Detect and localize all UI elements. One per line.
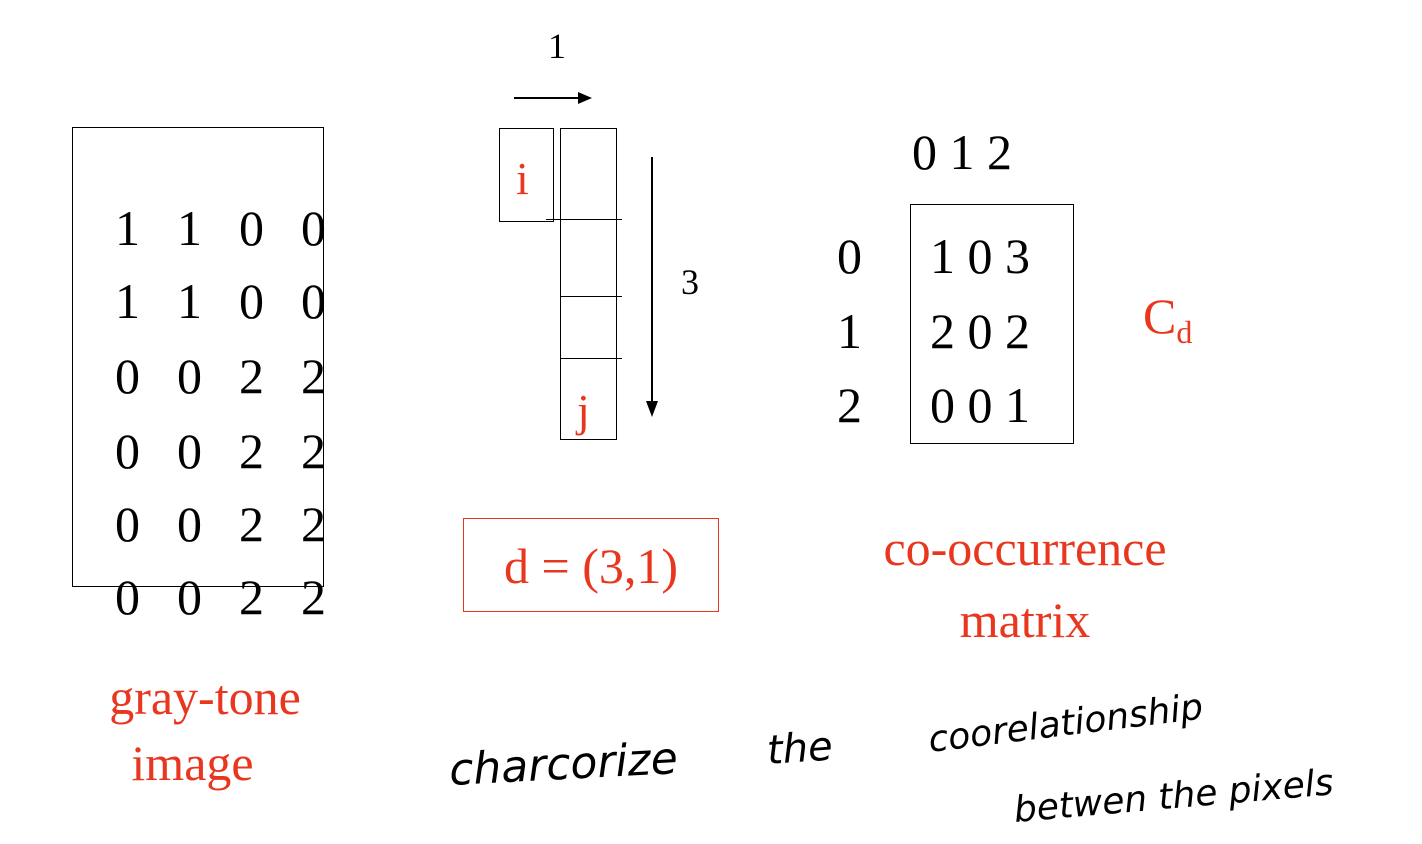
gray-tone-caption-line2: image	[131, 735, 254, 791]
matrix-row: 2 0 2	[930, 303, 1030, 359]
image-cell: 0	[239, 200, 264, 256]
image-cell: 0	[177, 423, 202, 479]
image-cell: 0	[177, 569, 202, 625]
cooccurrence-caption-line2: matrix	[959, 592, 1091, 648]
right-arrow-icon	[514, 92, 592, 104]
image-cell: 2	[301, 348, 326, 404]
matrix-symbol-subscript: d	[1176, 314, 1193, 350]
image-cell: 2	[301, 496, 326, 552]
down-arrow-icon	[646, 157, 658, 417]
column-divider	[546, 219, 622, 220]
image-cell: 2	[239, 496, 264, 552]
image-cell: 1	[115, 200, 140, 256]
row-label: 2	[837, 377, 862, 433]
image-cell: 1	[115, 273, 140, 329]
image-cell: 2	[301, 423, 326, 479]
row-label: 0	[837, 228, 862, 284]
image-cell: 2	[301, 569, 326, 625]
displacement-vector-box	[463, 518, 719, 612]
matrix-row: 1 0 3	[930, 228, 1030, 284]
image-cell: 1	[177, 273, 202, 329]
image-cell: 2	[239, 423, 264, 479]
cooccurrence-caption-line1: co-occurrence	[883, 520, 1167, 576]
image-cell: 0	[239, 273, 264, 329]
handwritten-line1-part3: coorelationship	[926, 687, 1205, 761]
image-cell: 0	[115, 348, 140, 404]
handwritten-line1-part2: the	[765, 724, 834, 774]
gray-tone-caption-line1: gray-tone	[109, 669, 301, 725]
gray-tone-image-matrix	[72, 127, 324, 587]
image-cell: 1	[177, 200, 202, 256]
pixel-i-cell	[499, 128, 554, 222]
image-cell: 0	[115, 569, 140, 625]
image-cell: 0	[301, 273, 326, 329]
horizontal-step-label: 1	[548, 26, 566, 66]
image-cell: 0	[301, 200, 326, 256]
image-cell: 0	[115, 423, 140, 479]
vertical-step-label: 3	[681, 262, 699, 302]
displacement-vector: d = (3,1)	[504, 538, 678, 594]
cooccurrence-matrix-box	[910, 204, 1074, 444]
matrix-symbol-main: C	[1143, 288, 1177, 344]
column-headers: 0 1 2	[912, 124, 1012, 180]
pixel-column	[560, 128, 617, 440]
pixel-j-label: j	[577, 385, 590, 436]
image-cell: 0	[177, 496, 202, 552]
handwritten-line2: betwen the pixels	[1012, 762, 1335, 831]
pixel-i-label: i	[516, 153, 529, 204]
handwritten-line1-part1: charcorize	[448, 733, 679, 796]
column-divider	[560, 296, 622, 297]
image-cell: 2	[239, 569, 264, 625]
matrix-row: 0 0 1	[930, 377, 1030, 433]
column-divider	[560, 358, 622, 359]
image-cell: 0	[115, 496, 140, 552]
row-label: 1	[837, 303, 862, 359]
matrix-symbol: Cd	[1143, 291, 1192, 348]
image-cell: 0	[177, 348, 202, 404]
image-cell: 2	[239, 348, 264, 404]
